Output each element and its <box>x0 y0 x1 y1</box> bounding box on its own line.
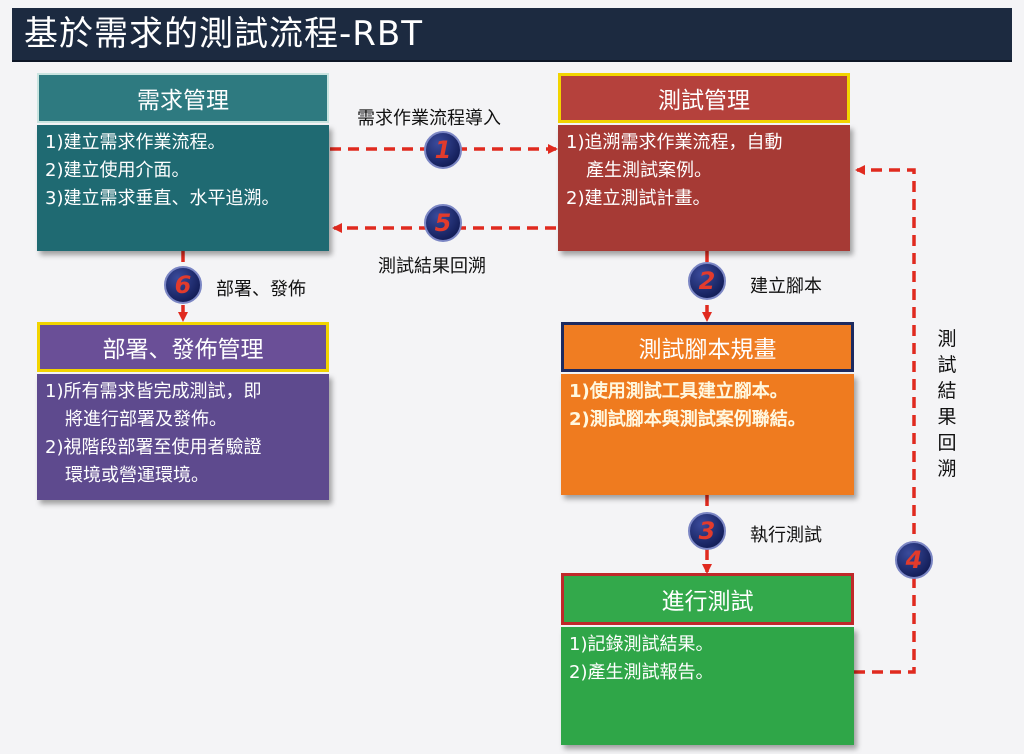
requirements-management-title: 需求管理 <box>37 73 329 123</box>
deployment-management-list: 1)所有需求皆完成測試，即 將進行部署及發佈。 2)視階段部署至使用者驗證 環境… <box>37 374 329 500</box>
test-execution-list: 1)記錄測試結果。 2)產生測試報告。 <box>561 627 854 745</box>
edge-3-label: 執行測試 <box>750 525 822 546</box>
test-script-planning-list: 1)使用測試工具建立腳本。 2)測試腳本與測試案例聯結。 <box>561 374 854 495</box>
test-management-box: 測試管理 1)追溯需求作業流程，自動 產生測試案例。 2)建立測試計畫。 <box>558 73 850 251</box>
deployment-management-title: 部署、發佈管理 <box>37 322 329 372</box>
step-5-badge: 5 <box>424 204 462 242</box>
deployment-management-box: 部署、發佈管理 1)所有需求皆完成測試，即 將進行部署及發佈。 2)視階段部署至… <box>37 322 329 500</box>
script-item-2: 2)測試腳本與測試案例聯結。 <box>569 409 806 430</box>
test-item-1-cont: 產生測試案例。 <box>586 160 712 181</box>
test-management-title: 測試管理 <box>558 73 850 123</box>
edge-4-label-char: 溯 <box>937 458 957 480</box>
edge-1-label: 需求作業流程導入 <box>357 108 501 129</box>
step-4-badge: 4 <box>895 541 933 579</box>
edge-4-label-char: 試 <box>937 354 957 376</box>
step-6-badge: 6 <box>164 266 202 304</box>
test-script-planning-title: 測試腳本規畫 <box>561 322 854 372</box>
edge-6-label: 部署、發佈 <box>216 279 306 300</box>
deploy-item-2: 2)視階段部署至使用者驗證 <box>45 437 262 458</box>
req-item-3: 3)建立需求垂直、水平追溯。 <box>45 188 280 209</box>
deploy-item-1-cont: 將進行部署及發佈。 <box>65 409 227 430</box>
req-item-1: 1)建立需求作業流程。 <box>45 132 226 153</box>
test-execution-box: 進行測試 1)記錄測試結果。 2)產生測試報告。 <box>561 573 854 745</box>
edge-4-label-char: 結 <box>937 380 957 402</box>
exec-item-1: 1)記錄測試結果。 <box>569 634 714 655</box>
test-execution-title: 進行測試 <box>561 573 854 625</box>
edge-2-label: 建立腳本 <box>750 276 822 297</box>
requirements-management-list: 1)建立需求作業流程。 2)建立使用介面。 3)建立需求垂直、水平追溯。 <box>37 125 329 251</box>
deploy-item-2-cont: 環境或營運環境。 <box>65 465 209 486</box>
step-2-badge: 2 <box>688 262 726 300</box>
arrow-4 <box>854 165 916 674</box>
test-item-1: 1)追溯需求作業流程，自動 <box>566 132 783 153</box>
test-script-planning-box: 測試腳本規畫 1)使用測試工具建立腳本。 2)測試腳本與測試案例聯結。 <box>561 322 854 495</box>
edge-4-label: 測 試 結 果 回 溯 <box>936 326 958 482</box>
title-bar: 基於需求的測試流程-RBT <box>12 8 1012 62</box>
edge-5-label: 測試結果回溯 <box>378 256 486 277</box>
test-item-2: 2)建立測試計畫。 <box>566 188 711 209</box>
deploy-item-1: 1)所有需求皆完成測試，即 <box>45 381 262 402</box>
edge-4-label-char: 果 <box>937 406 957 428</box>
edge-4-label-char: 測 <box>937 328 957 350</box>
test-management-list: 1)追溯需求作業流程，自動 產生測試案例。 2)建立測試計畫。 <box>558 125 850 251</box>
script-item-1: 1)使用測試工具建立腳本。 <box>569 381 788 402</box>
edge-4-label-char: 回 <box>937 432 957 454</box>
step-1-badge: 1 <box>424 131 462 169</box>
step-3-badge: 3 <box>688 512 726 550</box>
exec-item-2: 2)產生測試報告。 <box>569 662 714 683</box>
requirements-management-box: 需求管理 1)建立需求作業流程。 2)建立使用介面。 3)建立需求垂直、水平追溯… <box>37 73 329 251</box>
req-item-2: 2)建立使用介面。 <box>45 160 190 181</box>
page-title: 基於需求的測試流程-RBT <box>24 14 423 54</box>
